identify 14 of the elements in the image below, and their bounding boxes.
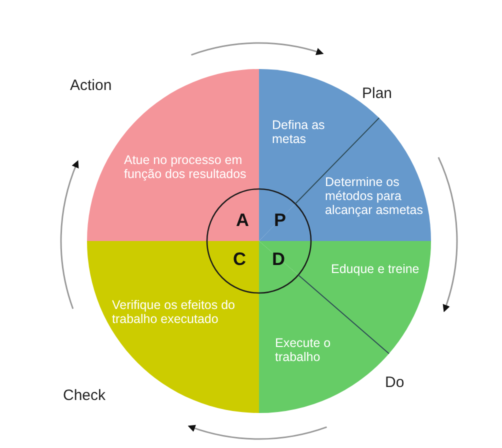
quadrant-letter: D bbox=[272, 249, 285, 270]
phase-label: Plan bbox=[362, 85, 392, 102]
sector-text: Determine os métodos para alcançar asmetas bbox=[325, 175, 424, 217]
quadrant-letter: C bbox=[233, 249, 246, 270]
sector-text: Atue no processo em função dos resultados bbox=[124, 153, 248, 181]
phase-label: Action bbox=[70, 77, 112, 94]
sector-text: Execute o trabalho bbox=[275, 336, 332, 364]
phase-label: Do bbox=[385, 374, 404, 391]
quadrant-letter: P bbox=[274, 210, 286, 231]
sector-text: Verifique os efeitos do trabalho executado bbox=[112, 298, 236, 326]
quadrant-letter: A bbox=[236, 210, 249, 231]
phase-label: Check bbox=[63, 387, 106, 404]
sector-text: Eduque e treine bbox=[331, 262, 420, 276]
sector-text: Defina as metas bbox=[272, 118, 326, 146]
